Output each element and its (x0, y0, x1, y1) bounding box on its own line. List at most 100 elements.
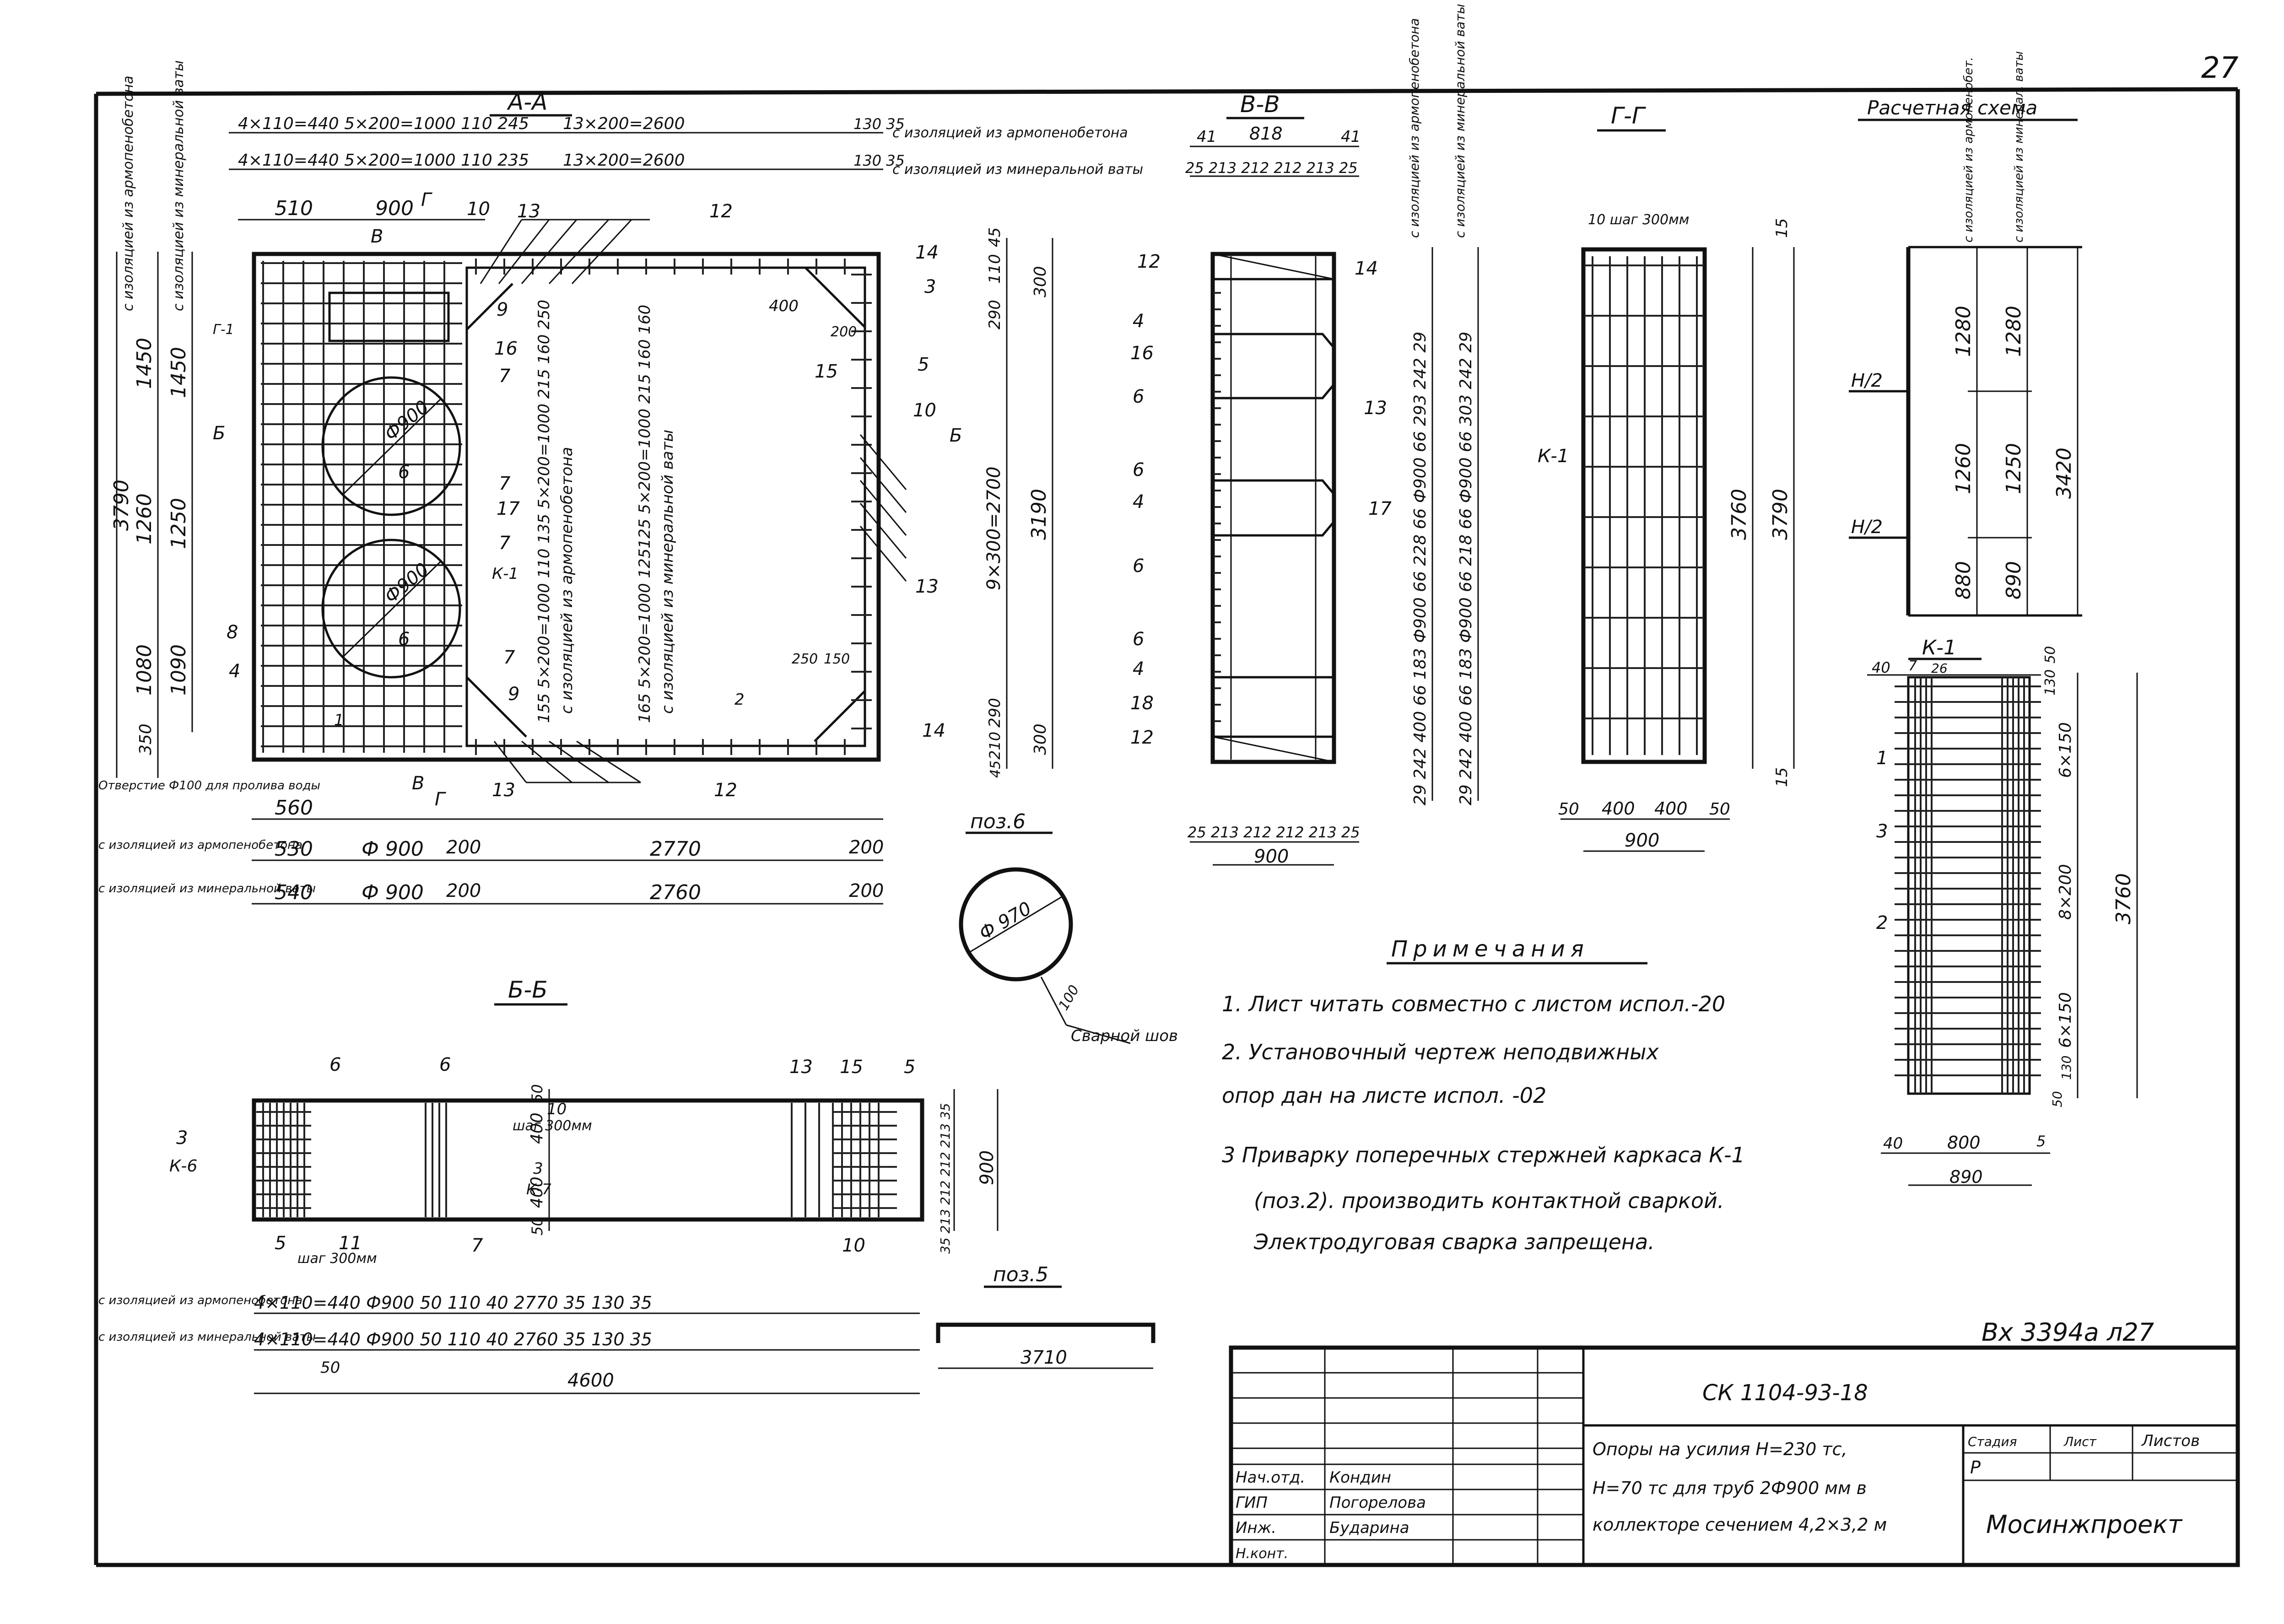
vv-position-marks: 12 14 4 16 6 13 6 4 17 6 6 4 18 12 (1130, 251, 1392, 748)
calc-total: 3420 (2052, 448, 2076, 499)
gg-mark-k1: К-1 (1538, 446, 1569, 467)
aa-dim-1450a: 1450 (133, 338, 156, 389)
aa-mark: 12 (709, 201, 733, 222)
calc-b-1280: 1280 (2002, 306, 2025, 357)
aa-top-dim2c: 130 35 (853, 152, 905, 169)
calc-h2b: Н/2 (1851, 517, 1883, 538)
signer-name-2: Бударина (1329, 1519, 1409, 1537)
aa-mark: 12 (714, 780, 737, 801)
sheet-number: 27 (2201, 51, 2239, 85)
aa-dim-350: 350 (136, 723, 155, 755)
vv-top-dims2: 25 213 212 212 213 25 (1185, 159, 1358, 177)
aa-mark: Г-1 (213, 322, 234, 338)
bb-row1-dims: 4×110=440 Ф900 50 110 40 2770 35 130 35 (254, 1293, 652, 1313)
gg-bdim-400b: 400 (1654, 799, 1688, 819)
k1-bot-890: 890 (1949, 1167, 1983, 1187)
vv-vert-a: 29 242 400 66 183 Ф900 66 228 66 Ф900 66… (1411, 332, 1430, 805)
bb-row2-label: с изоляцией из минеральной ваты (98, 1330, 316, 1344)
signer-name-0: Кондин (1329, 1468, 1391, 1487)
aa-rdim2-300b: 300 (1031, 723, 1050, 755)
bb-mark: К-7 (526, 1181, 551, 1198)
aa-mark: Г (435, 789, 446, 810)
bb-mark: 13 (789, 1057, 813, 1078)
aa-left-note2: с изоляцией из минеральной ваты (171, 60, 187, 311)
k1-rdim-130: 130 (2059, 1056, 2074, 1080)
aa-bot-row0-v1: 560 (275, 796, 313, 820)
aa-hole-note: Отверстие Ф100 для пролива воды (98, 779, 320, 793)
vv-mark: 14 (1355, 258, 1378, 279)
aa-mark: 6 (398, 629, 410, 650)
bb-mark: 10 (842, 1235, 865, 1256)
aa-mark: 13 (492, 780, 515, 801)
bb-rdim-400a: 400 (528, 1112, 546, 1144)
aa-mark: 250 (792, 651, 818, 667)
bb-mark: 5 (904, 1057, 915, 1078)
vv-mark: 13 (1364, 398, 1387, 419)
aa-bot-row1-v1: 530 (275, 837, 313, 861)
note-line-6: Электродуговая сварка запрещена. (1253, 1230, 1655, 1254)
k1-rdim-50: 50 (2050, 1091, 2065, 1107)
gg-bdim-50b: 50 (1709, 800, 1730, 819)
aa-mark: 7 (503, 647, 515, 668)
aa-dim-510: 510 (275, 197, 313, 220)
gg-rebars (1584, 256, 1704, 755)
vv-mark: 6 (1133, 386, 1144, 407)
bb-mark: 3 (176, 1128, 188, 1149)
title-line-2: Н=70 тс для труб 2Ф900 мм в (1593, 1478, 1867, 1498)
aa-mark: 150 (824, 651, 850, 667)
aa-mark: 400 (769, 297, 799, 315)
bb-left-small: 50 (320, 1359, 340, 1377)
section-calc: Расчетная схема с изоляцией из армопеноб… (1849, 51, 2082, 617)
signer-role-3: Н.конт. (1236, 1546, 1288, 1562)
sheets-label: Листов (2141, 1432, 2200, 1450)
k1-rdim-6x150a: 6×150 (2056, 722, 2075, 778)
vv-vert-b: 29 242 400 66 183 Ф900 66 218 66 Ф900 66… (1457, 332, 1475, 805)
aa-dim-1260a: 1260 (133, 493, 156, 545)
vv-mark: 6 (1133, 556, 1144, 577)
aa-dim-900: 900 (375, 197, 414, 220)
vv-mark: 18 (1130, 693, 1154, 714)
gg-bdim-400a: 400 (1602, 799, 1635, 819)
calc-a-1280: 1280 (1952, 306, 1975, 357)
aa-bot-row2-label: с изоляцией из минеральной ваты (98, 882, 316, 896)
signer-role-0: Нач.отд. (1236, 1468, 1305, 1487)
poz6-diameter: Ф 970 (976, 898, 1035, 944)
vv-bottom-dims: 25 213 212 212 213 25 (1188, 824, 1360, 841)
bb-rdim-50b: 50 (529, 1217, 546, 1236)
vv-note2: с изоляцией из минеральной ваты (1452, 4, 1468, 238)
aa-rdim-45b: 45 (988, 761, 1004, 778)
aa-mid-vert-note2: с изоляцией из минеральной ваты (659, 430, 677, 714)
signer-name-1: Погорелова (1329, 1494, 1426, 1512)
aa-mark: 9 (497, 299, 508, 320)
note-line-2: 2. Установочный чертеж неподвижных (1222, 1040, 1659, 1064)
calc-note1: с изоляцией из армопенобет. (1962, 57, 1976, 243)
calc-h2a: Н/2 (1851, 370, 1883, 391)
section-gg: Г-Г 10 шаг 300мм К-1 15 3760 3790 15 50 … (1538, 103, 1795, 852)
vv-mark: 17 (1368, 498, 1392, 519)
aa-mark: 17 (497, 498, 520, 519)
calc-a-1260: 1260 (1952, 443, 1975, 494)
aa-top-dim1: 4×110=440 5×200=1000 110 245 (238, 114, 529, 133)
sheet-label: Лист (2063, 1434, 2097, 1449)
aa-dim-10: 10 (467, 199, 490, 220)
vv-rebars (1214, 256, 1317, 760)
bb-mark: 6 (329, 1054, 341, 1075)
bb-rdim2: 35 213 212 212 213 35 (938, 1103, 953, 1254)
k1-top-50: 50 (2042, 646, 2058, 664)
aa-mark: 2 (734, 691, 745, 709)
section-poz5: поз.5 3710 (936, 1263, 1155, 1369)
aa-mark: 5 (918, 354, 929, 375)
vv-bottom-total: 900 (1254, 846, 1289, 867)
vv-mark: 6 (1133, 629, 1144, 650)
bb-step1: шаг 300мм (513, 1118, 592, 1134)
aa-top-dim1c: 130 35 (853, 115, 905, 133)
k1-mark-1: 1 (1876, 748, 1888, 769)
aa-mark: 14 (915, 242, 939, 263)
bb-mark: 6 (439, 1054, 451, 1075)
section-calc-title: Расчетная схема (1867, 97, 2037, 119)
vv-mark: 4 (1133, 311, 1144, 332)
gg-top-note: 10 шаг 300мм (1588, 212, 1689, 228)
k1-top-26: 26 (1931, 661, 1948, 676)
calc-b-890: 890 (2002, 561, 2025, 599)
k1-top-130: 130 (2042, 669, 2058, 696)
